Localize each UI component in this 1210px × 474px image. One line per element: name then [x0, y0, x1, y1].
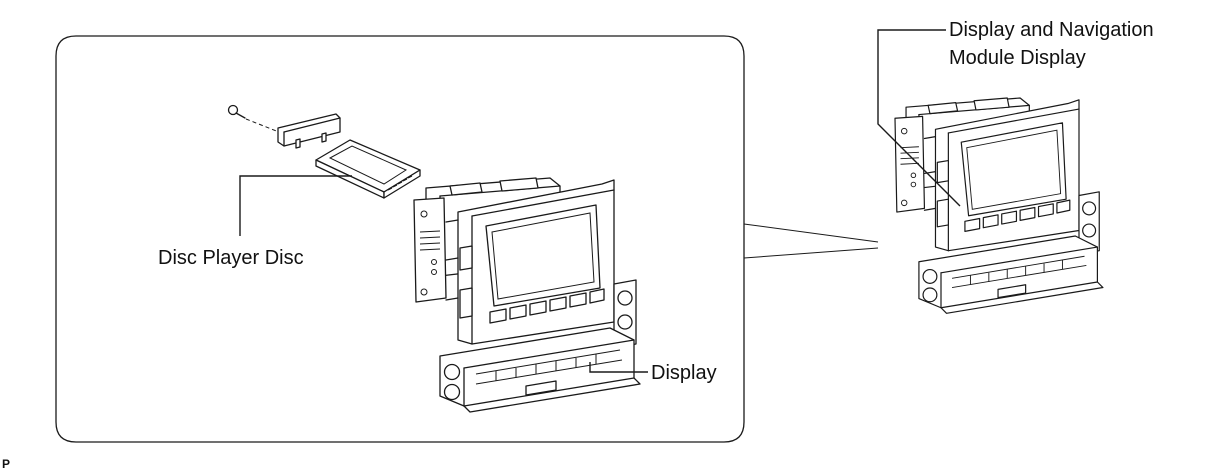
label-display: Display	[651, 362, 717, 384]
leader-display	[589, 362, 648, 373]
leader-disc-player-disc	[239, 175, 352, 236]
display-unit-inset	[413, 177, 641, 413]
label-module-line2: Module Display	[949, 47, 1086, 69]
callout-line-upper	[743, 223, 879, 243]
screw-icon	[227, 104, 285, 135]
corner-code: P	[2, 457, 10, 471]
callout-line-lower	[743, 247, 879, 259]
inset-frame	[55, 35, 745, 443]
bracket-icon	[277, 113, 341, 149]
label-module-line1: Display and Navigation	[949, 19, 1154, 41]
leader-module	[877, 29, 961, 207]
disc-player-disc-icon	[315, 139, 421, 199]
display-navigation-module	[894, 97, 1104, 314]
label-disc-player-disc: Disc Player Disc	[158, 247, 304, 269]
